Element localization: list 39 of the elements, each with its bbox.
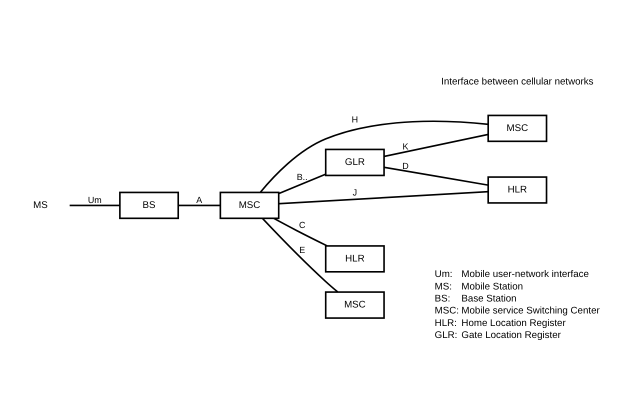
node-text: MS	[33, 200, 48, 211]
edge-label: C	[298, 220, 306, 230]
connector	[178, 204, 220, 206]
label: Base Station	[461, 293, 517, 304]
label: MS:	[434, 281, 452, 292]
label: Gate Location Register	[461, 330, 561, 341]
node-box: BS	[119, 192, 180, 220]
edge-label: H	[352, 114, 358, 125]
connector	[262, 218, 338, 293]
edge-label: J	[352, 187, 358, 198]
connector	[384, 166, 488, 186]
edge-label: A	[196, 194, 202, 205]
node-box: GLR	[324, 148, 385, 176]
connector	[260, 120, 488, 193]
node-box: HLR	[324, 245, 385, 273]
connector	[384, 134, 488, 158]
node-box: HLR	[487, 176, 548, 204]
label: BS:	[434, 293, 450, 304]
connector	[70, 204, 120, 206]
node-box: MSC	[220, 192, 280, 220]
label: Um:	[434, 269, 453, 280]
node-box: MSC	[324, 291, 385, 319]
node-box: MSC	[487, 114, 548, 142]
edge-label: D	[402, 160, 409, 171]
label: Interface between cellular networks	[441, 76, 594, 88]
label: GLR:	[434, 330, 458, 341]
label: HLR:	[434, 318, 457, 329]
edge-label: K	[402, 141, 408, 152]
connector	[278, 174, 326, 194]
label: Mobile service Switching Center	[461, 306, 600, 317]
edge-label: B..	[296, 172, 308, 182]
label: Home Location Register	[461, 318, 566, 329]
label: MSC:	[434, 306, 459, 317]
edge-label: Um	[88, 194, 102, 205]
connector	[274, 218, 328, 247]
label: Mobile user-network interface	[461, 269, 589, 280]
edge-label: E	[299, 245, 306, 256]
label: Mobile Station	[461, 281, 524, 292]
connector	[278, 190, 488, 205]
